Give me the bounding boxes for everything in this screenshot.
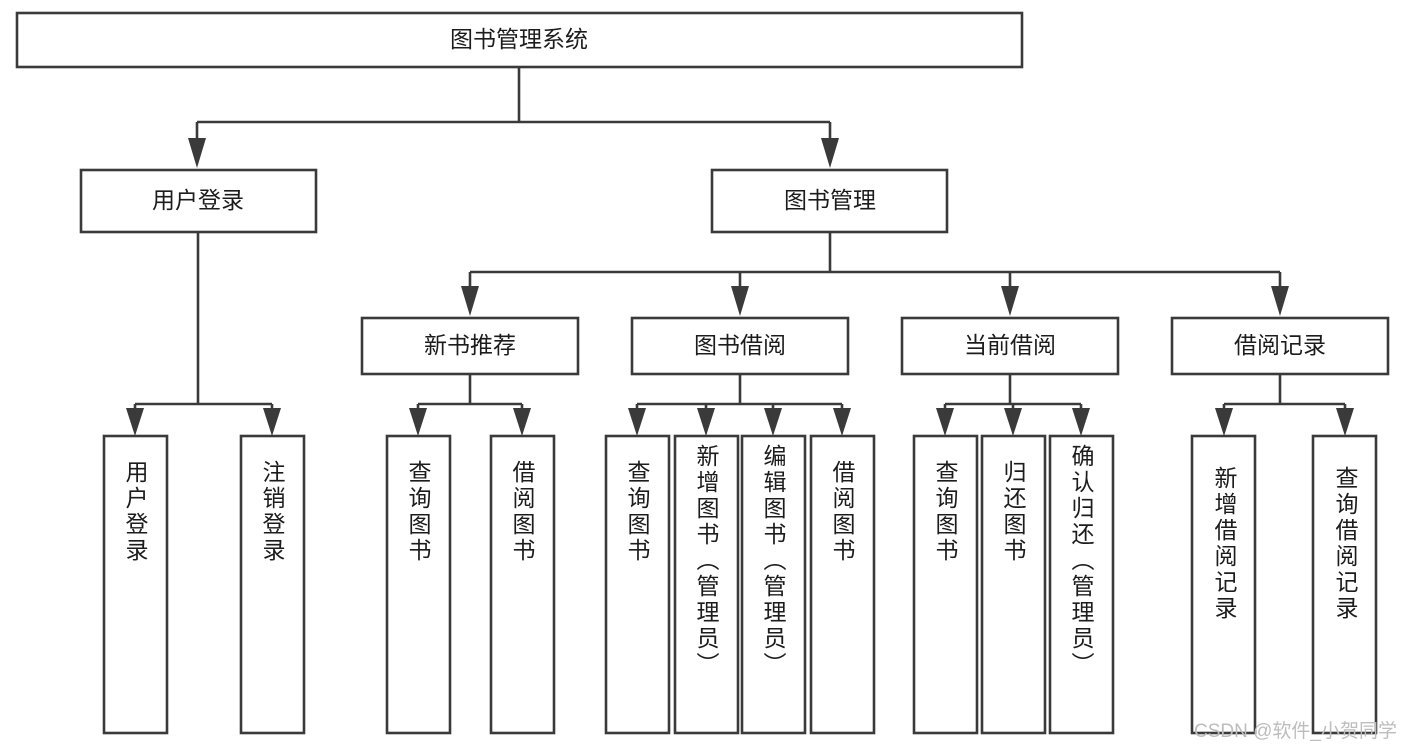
arrow-head-icon: [409, 408, 427, 436]
node-label: 借阅图书: [829, 460, 856, 564]
node-box: [900, 316, 1120, 376]
node-box: [489, 434, 556, 735]
node-label: 查询图书: [624, 460, 651, 564]
node-label: 用户登录: [152, 187, 244, 213]
node-box: [912, 434, 979, 735]
node-label: 新书推荐: [424, 332, 516, 358]
arrow-head-icon: [833, 408, 851, 436]
connector-bookborrow-to-leaves: [628, 374, 851, 436]
arrow-head-icon: [1215, 408, 1233, 436]
node-label: 查询图书: [405, 460, 432, 564]
node-box: [102, 434, 169, 735]
node-box: [980, 434, 1047, 735]
node-current-borrow[interactable]: 当前借阅: [900, 316, 1120, 376]
node-box: [1170, 316, 1390, 376]
node-box: [1311, 434, 1378, 735]
node-leaf-user-login[interactable]: [102, 434, 169, 735]
node-label: 图书管理系统: [450, 26, 588, 52]
node-label: 借阅记录: [1234, 332, 1326, 358]
node-book-management[interactable]: 图书管理: [710, 168, 949, 234]
node-user-login[interactable]: 用户登录: [79, 168, 318, 234]
arrow-head-icon: [628, 408, 646, 436]
arrow-head-icon: [513, 408, 531, 436]
arrow-head-icon: [126, 408, 144, 436]
arrow-head-icon: [263, 408, 281, 436]
node-root-book-management-system[interactable]: 图书管理系统: [15, 11, 1024, 69]
connector-bookmgmt-to-level2: [461, 232, 1289, 316]
arrow-head-icon: [731, 286, 749, 316]
node-leaf-borrow-book[interactable]: [809, 434, 876, 735]
node-box: [604, 434, 671, 735]
node-box: [15, 11, 1024, 69]
node-box: [630, 316, 850, 376]
node-box: [673, 434, 740, 735]
node-label: 确认归还（管理员）: [1068, 444, 1095, 678]
node-label: 查询图书: [932, 460, 959, 564]
connector-root-to-level1: [188, 67, 839, 168]
node-label: 新增图书（管理员）: [693, 444, 720, 678]
node-label: 编辑图书（管理员）: [760, 444, 787, 678]
arrow-head-icon: [1004, 408, 1022, 436]
arrow-head-icon: [764, 408, 782, 436]
arrow-head-icon: [188, 138, 206, 168]
node-leaf-add-borrow-record[interactable]: [1190, 434, 1257, 735]
node-box: [710, 168, 949, 234]
connector-borrowrecord-to-leaves: [1215, 374, 1354, 436]
connector-userlogin-to-leaves: [126, 232, 281, 436]
node-label: 查询借阅记录: [1332, 466, 1359, 622]
node-box: [79, 168, 318, 234]
connector-newbook-to-leaves: [409, 374, 531, 436]
node-leaf-query-borrow-record[interactable]: [1311, 434, 1378, 735]
node-borrow-record[interactable]: 借阅记录: [1170, 316, 1390, 376]
arrow-head-icon: [1001, 286, 1019, 316]
node-box: [809, 434, 876, 735]
arrow-head-icon: [461, 286, 479, 316]
node-leaf-logout-login[interactable]: [239, 434, 306, 735]
node-label: 归还图书: [1000, 460, 1027, 564]
node-box: [1190, 434, 1257, 735]
arrow-head-icon: [1271, 286, 1289, 316]
node-box: [385, 434, 452, 735]
arrow-head-icon: [821, 138, 839, 168]
node-book-borrow[interactable]: 图书借阅: [630, 316, 850, 376]
node-box: [360, 316, 580, 376]
arrow-head-icon: [1072, 408, 1090, 436]
node-box: [740, 434, 807, 735]
connector-currentborrow-to-leaves: [936, 374, 1090, 436]
node-label: 借阅图书: [509, 460, 536, 564]
arrow-head-icon: [1336, 408, 1354, 436]
node-leaf-query-book-borrow[interactable]: [604, 434, 671, 735]
node-box: [239, 434, 306, 735]
node-leaf-query-book-recommend[interactable]: [385, 434, 452, 735]
node-leaf-add-book-admin[interactable]: [673, 434, 740, 735]
node-leaf-edit-book-admin[interactable]: [740, 434, 807, 735]
node-label: 图书借阅: [694, 332, 786, 358]
node-leaf-return-book[interactable]: [980, 434, 1047, 735]
node-label: 新增借阅记录: [1211, 466, 1238, 622]
node-leaf-borrow-book-recommend[interactable]: [489, 434, 556, 735]
node-new-book-recommend[interactable]: 新书推荐: [360, 316, 580, 376]
arrow-head-icon: [936, 408, 954, 436]
node-label: 当前借阅: [964, 332, 1056, 358]
node-label: 用户登录: [122, 460, 149, 564]
node-leaf-confirm-return-admin[interactable]: [1048, 434, 1115, 735]
node-box: [1048, 434, 1115, 735]
arrow-head-icon: [697, 408, 715, 436]
node-leaf-query-book-current[interactable]: [912, 434, 979, 735]
node-label: 注销登录: [259, 460, 286, 564]
node-label: 图书管理: [784, 187, 876, 213]
